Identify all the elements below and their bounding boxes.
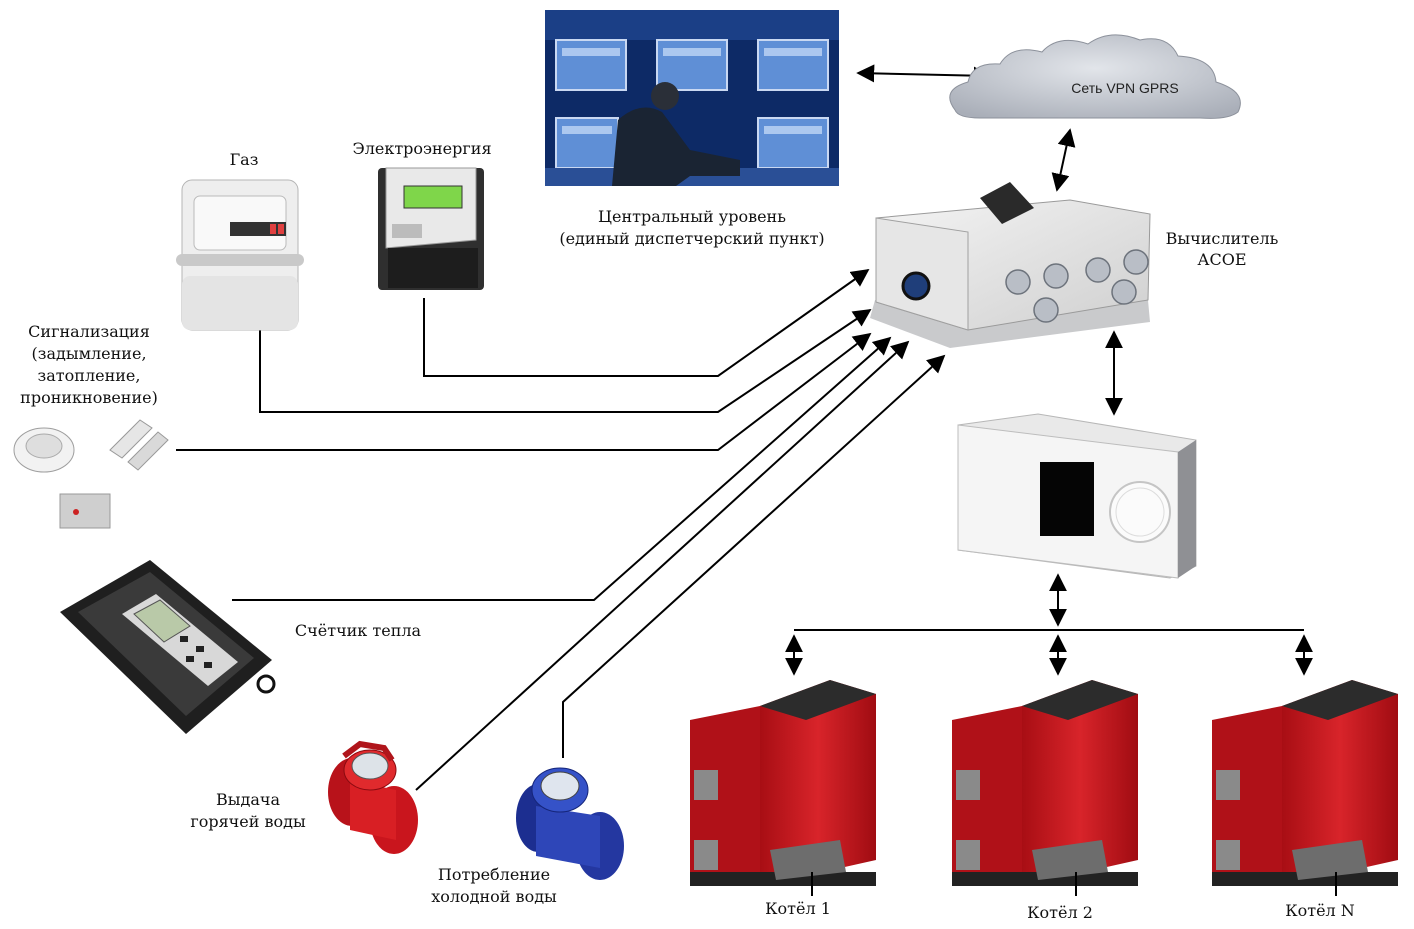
boiler-1-device [690,680,876,886]
link-central-cloud [856,64,992,85]
hot-water-label-line2: горячей воды [190,812,306,831]
cold-water-label-line1: Потребление [437,865,551,884]
gas-meter-device [176,179,304,331]
central-level-label-line2: (единый диспетчерский пункт) [559,229,825,248]
vpn-cloud: Сеть VPN GPRS [949,34,1241,119]
link-alarm [176,332,872,451]
link-electricity [423,268,870,377]
boiler-2-device [952,680,1138,886]
hot-water-meter-device [328,740,418,854]
link-cloud-computer [1051,128,1076,192]
boiler-label-leaders [811,872,1337,896]
gas-label: Газ [229,150,259,169]
electricity-meter-device [378,167,484,290]
boiler-n-device [1212,680,1398,886]
alarm-label-line4: проникновение) [20,388,158,407]
computer-label-line1: Вычислитель [1165,229,1279,248]
ecl-controller-device [957,413,1197,579]
computer-label-line2: АСОЕ [1197,250,1247,269]
cold-water-label-line2: холодной воды [431,887,557,906]
heat-meter-label: Счётчик тепла [294,621,422,640]
alarm-label-line1: Сигнализация [28,322,150,341]
hot-water-label-line1: Выдача [216,790,280,809]
cloud-label: Сеть VPN GPRS [1071,80,1178,96]
alarm-label-line2: (задымление, [31,344,147,363]
dispatch-center-image [545,10,839,186]
connection-lines [176,64,1313,791]
cold-water-meter-device [516,767,624,880]
boiler-2-label: Котёл 2 [1027,903,1093,922]
alarm-sensors [13,419,169,529]
alarm-label-line3: затопление, [37,366,141,385]
boiler-1-label: Котёл 1 [765,899,831,918]
heat-meter-device [60,560,276,734]
link-heat-meter [232,336,892,601]
link-cold-water [562,354,946,758]
electricity-label: Электроэнергия [352,139,492,158]
link-hot-water [415,340,910,791]
central-level-label-line1: Центральный уровень [598,207,786,226]
acoe-computer-device [870,182,1151,348]
link-gas [259,308,872,413]
boiler-n-label: Котёл N [1285,901,1355,920]
